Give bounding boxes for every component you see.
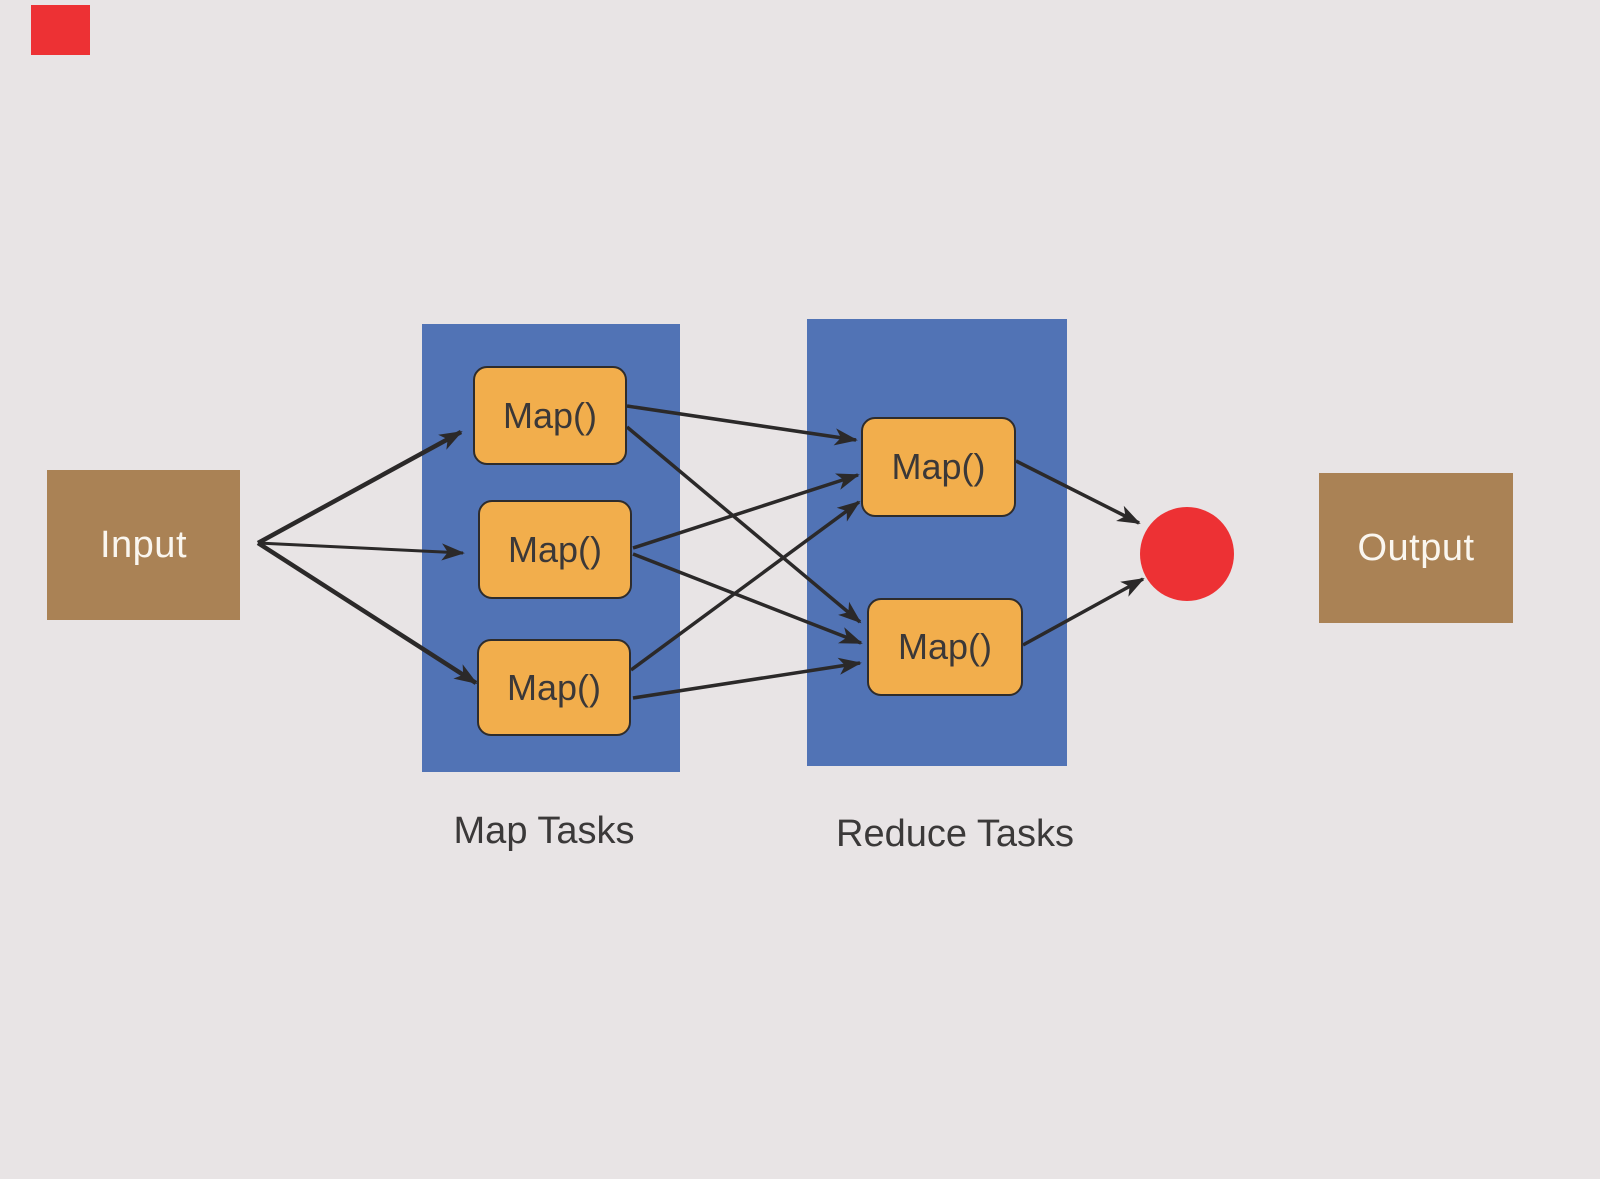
collector-circle	[1140, 507, 1234, 601]
edge-map3-reduce2	[632, 657, 862, 700]
edge-input-map1	[256, 430, 463, 545]
reduce-task-label: Map()	[897, 626, 992, 667]
reduce-task-box-2: Map()	[867, 598, 1023, 696]
map-task-box-1: Map()	[473, 366, 627, 465]
reduce-task-label: Map()	[891, 446, 986, 487]
map-task-label: Map()	[502, 394, 597, 436]
map-tasks-caption: Map Tasks	[453, 810, 635, 852]
reduce-task-box-1: Map()	[861, 417, 1016, 517]
edge-map1-reduce2	[625, 425, 862, 624]
edge-map3-reduce1	[629, 500, 861, 672]
input-label: Input	[99, 523, 188, 566]
edge-input-map3	[256, 541, 478, 685]
map-task-box-3: Map()	[477, 639, 631, 736]
map-task-box-2: Map()	[478, 500, 632, 599]
edge-reduce1-collector	[1015, 459, 1141, 525]
edge-reduce2-collector	[1022, 577, 1145, 647]
input-node: Input	[47, 470, 240, 620]
edge-map2-reduce1	[632, 473, 860, 550]
edge-input-map2	[257, 541, 465, 561]
edge-map2-reduce2	[632, 552, 863, 645]
output-label: Output	[1357, 526, 1475, 569]
reduce-tasks-caption: Reduce Tasks	[836, 813, 1074, 855]
edge-map1-reduce1	[626, 404, 858, 446]
map-task-label: Map()	[507, 528, 602, 570]
red-corner-swatch	[31, 5, 90, 55]
output-node: Output	[1319, 473, 1513, 623]
map-task-label: Map()	[506, 666, 601, 708]
